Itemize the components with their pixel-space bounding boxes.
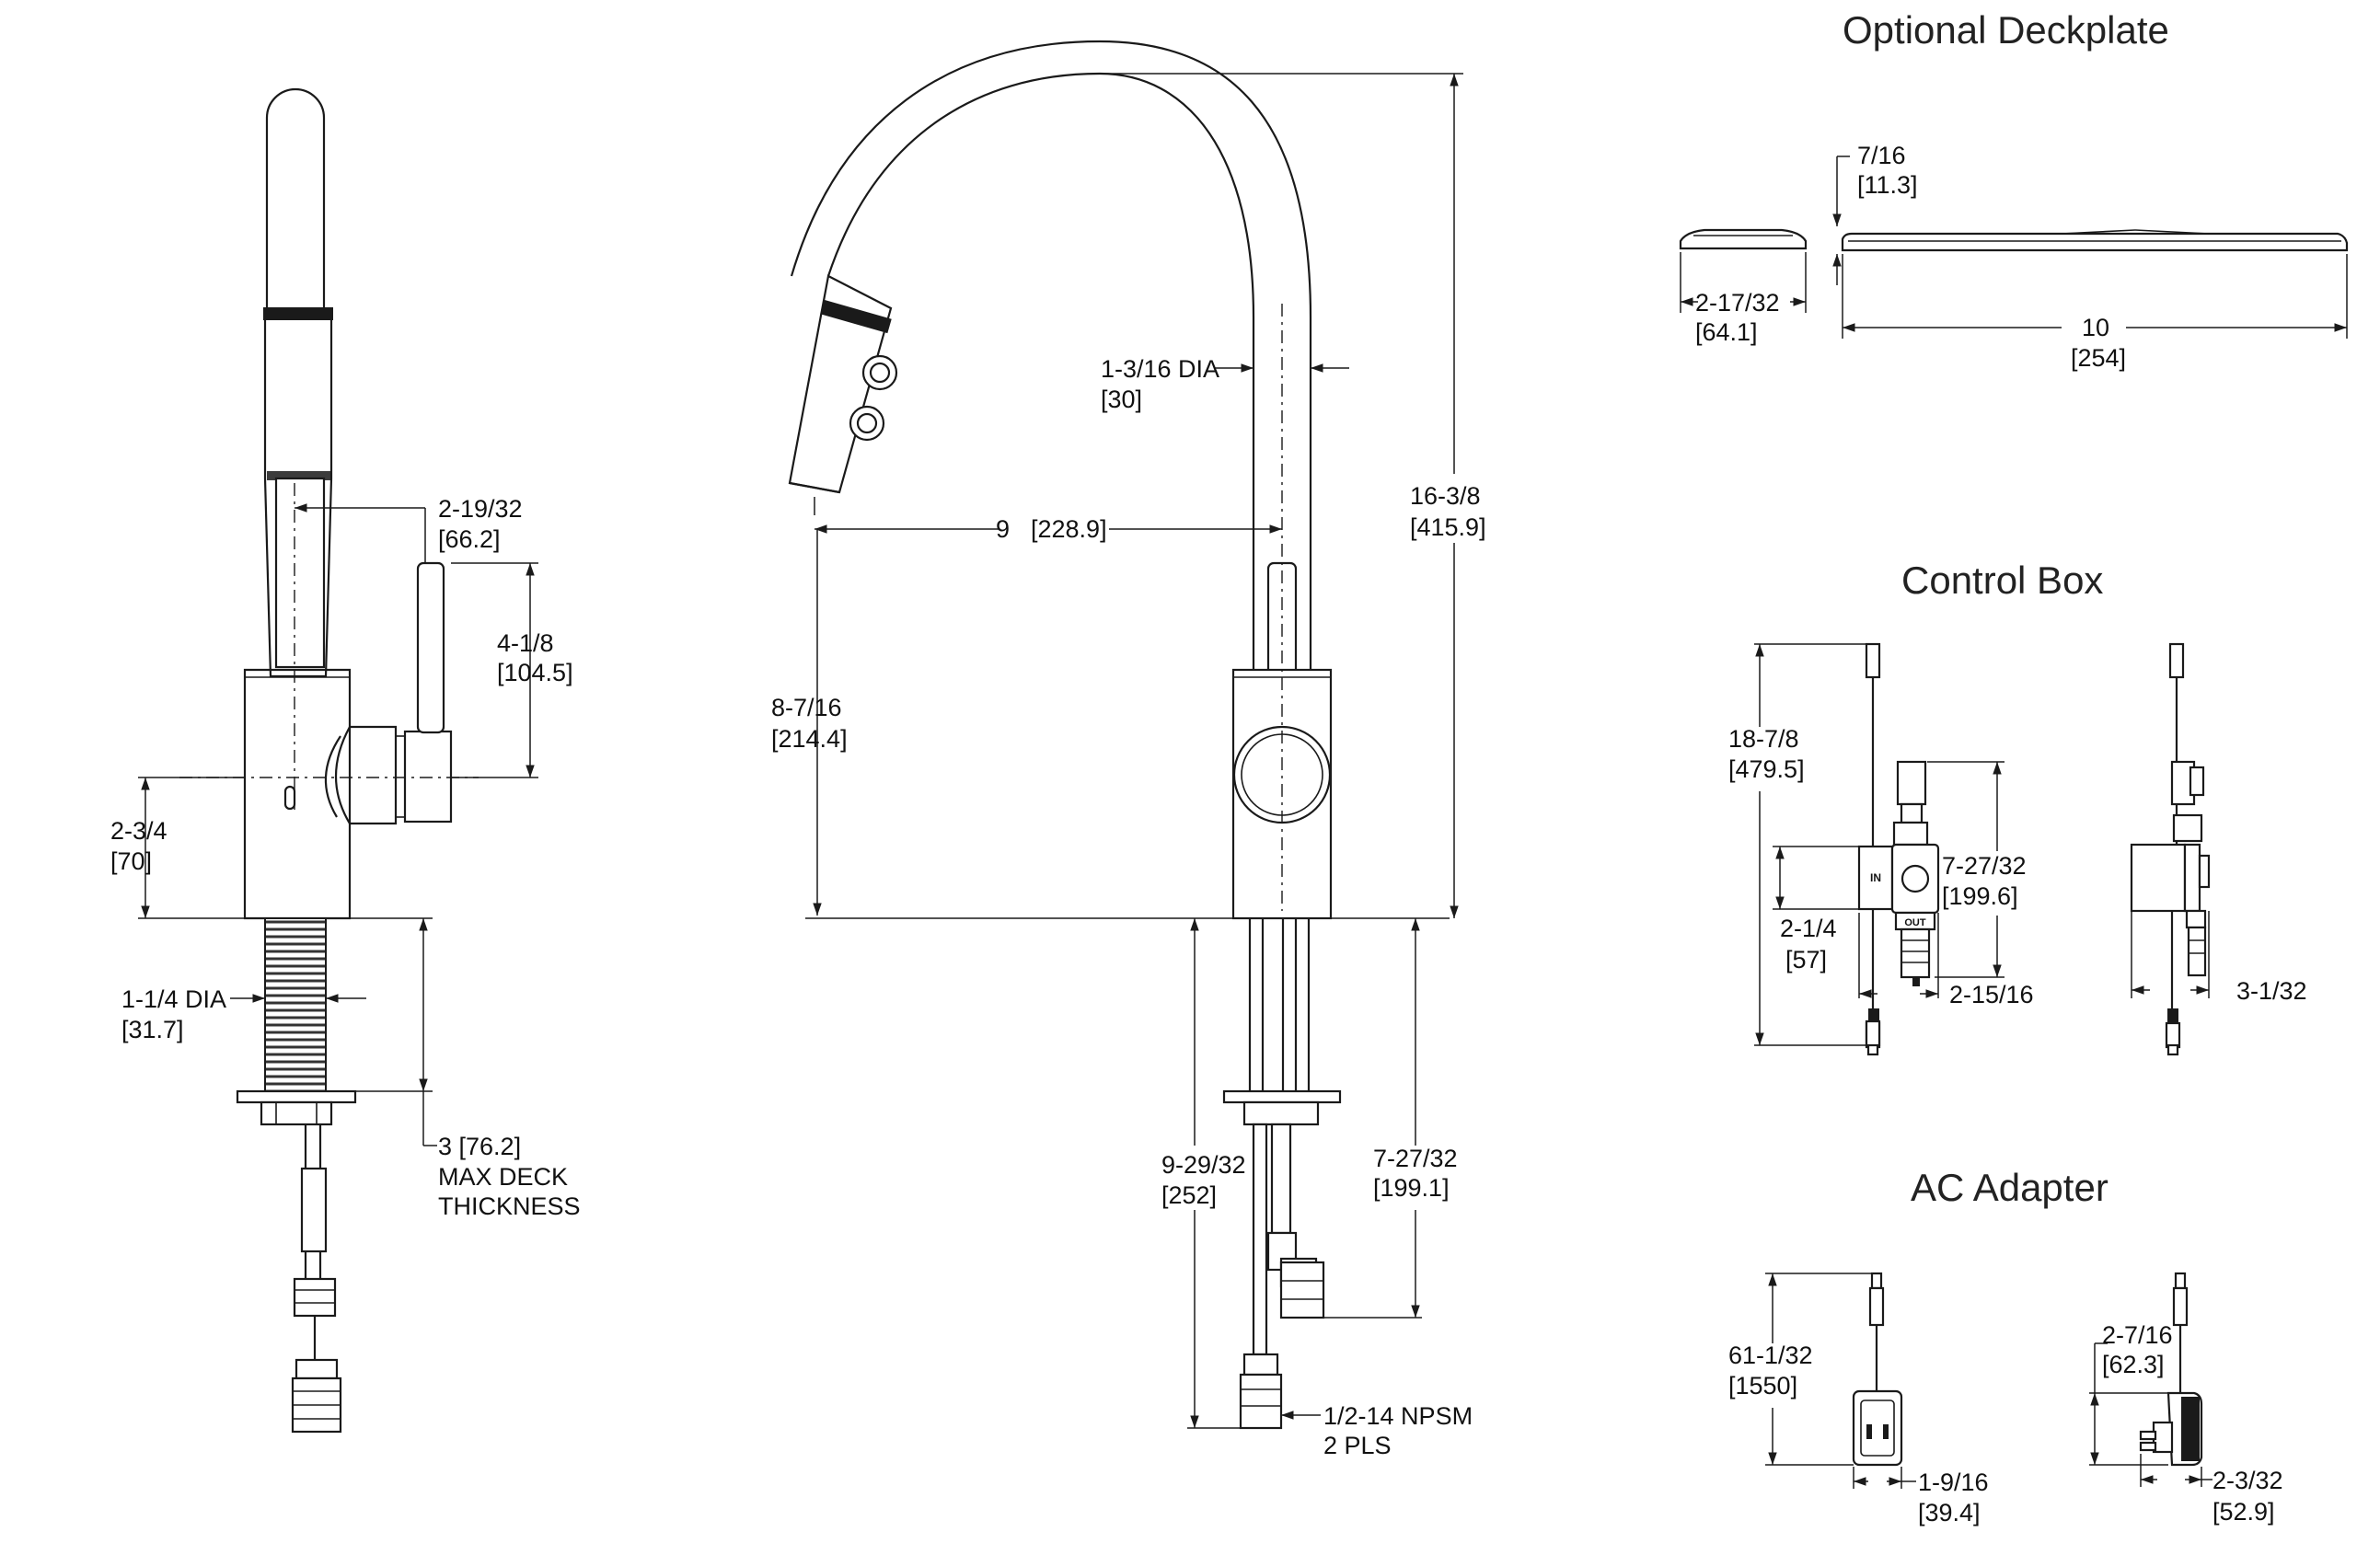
adapter-depth-dim-mm: [52.9]	[2212, 1498, 2275, 1526]
deckplate-width-dim-mm: [64.1]	[1695, 318, 1758, 346]
max-deck-label-2: THICKNESS	[438, 1192, 581, 1220]
deckplate-width-dim: 2-17/32	[1695, 289, 1780, 317]
deckplate-thickness-dim: 7/16	[1857, 142, 1906, 169]
adapter-width-dim-mm: [39.4]	[1918, 1499, 1981, 1526]
control-box-views: Control Box IN OUT	[1728, 559, 2307, 1056]
deckplate-length-dim: 10	[2082, 314, 2109, 341]
spout-clearance-dim-mm: [214.4]	[771, 725, 848, 753]
adapter-width-dim: 1-9/16	[1918, 1469, 1989, 1496]
connection-qty: 2 PLS	[1323, 1432, 1392, 1459]
handle-height-dim-mm: [104.5]	[497, 659, 573, 686]
reach-dim: 9	[996, 515, 1010, 543]
spout-clearance-dim: 8-7/16	[771, 694, 842, 721]
control-box-title: Control Box	[1901, 559, 2103, 602]
body-height-dim-mm: [70]	[110, 847, 152, 875]
control-box-depth-dim: 3-1/32	[2236, 977, 2307, 1005]
overall-height-dim: 16-3/8	[1410, 482, 1481, 510]
spout-dia-dim-mm: [30]	[1101, 386, 1142, 413]
deckplate-length-dim-mm: [254]	[2071, 344, 2126, 372]
ac-adapter-title: AC Adapter	[1911, 1166, 2108, 1209]
adapter-cord-dim-mm: [1550]	[1728, 1372, 1797, 1400]
control-box-lower-dim-mm: [57]	[1785, 946, 1827, 973]
adapter-height-dim: 2-7/16	[2102, 1321, 2173, 1349]
deckplate-thickness-dim-mm: [11.3]	[1857, 171, 1918, 199]
connection-dim: 1/2-14 NPSM	[1323, 1402, 1473, 1430]
control-box-overall-dim-mm: [479.5]	[1728, 755, 1805, 783]
below-deck-dim: 9-29/32	[1161, 1151, 1246, 1179]
control-box-overall-dim: 18-7/8	[1728, 725, 1799, 753]
spout-offset-dim: 2-19/32	[438, 495, 523, 523]
control-box-width-dim: 2-15/16	[1949, 981, 2034, 1008]
max-deck-label: MAX DECK	[438, 1163, 568, 1191]
control-box-lower-dim: 2-1/4	[1780, 915, 1837, 942]
body-height-dim: 2-3/4	[110, 817, 168, 845]
port-out-label: OUT	[1904, 917, 1926, 928]
front-view: 1-3/16 DIA [30] 9 [228.9] 16-3/8 [415.9]…	[771, 40, 1486, 1459]
spout-dia-dim: 1-3/16 DIA	[1101, 355, 1219, 383]
spout-offset-dim-mm: [66.2]	[438, 525, 501, 553]
hose-length-dim-mm: [199.1]	[1373, 1174, 1450, 1202]
deckplate-title: Optional Deckplate	[1843, 8, 2169, 52]
adapter-height-dim-mm: [62.3]	[2102, 1351, 2165, 1378]
hose-length-dim: 7-27/32	[1373, 1145, 1458, 1172]
below-deck-dim-mm: [252]	[1161, 1181, 1217, 1209]
adapter-depth-dim: 2-3/32	[2212, 1467, 2283, 1494]
control-box-body-dim-mm: [199.6]	[1942, 882, 2018, 910]
side-view: 2-19/32 [66.2] 4-1/8 [104.5] 2-3/4 [70] …	[110, 87, 581, 1434]
deckplate-views: Optional Deckplate 7/16 [11.3] 2-17/32 […	[1679, 8, 2349, 372]
reach-dim-mm: [228.9]	[1031, 515, 1107, 543]
overall-height-dim-mm: [415.9]	[1410, 513, 1486, 541]
control-box-body-dim: 7-27/32	[1942, 852, 2027, 880]
ac-adapter-views: AC Adapter 61-1/32 [1550] 1-9/16 [39.4]	[1728, 1166, 2283, 1526]
handle-height-dim: 4-1/8	[497, 629, 554, 657]
max-deck-dim: 3 [76.2]	[438, 1133, 521, 1160]
shank-dia-dim: 1-1/4 DIA	[121, 985, 226, 1013]
shank-dia-dim-mm: [31.7]	[121, 1016, 184, 1043]
port-in-label: IN	[1870, 871, 1881, 884]
adapter-cord-dim: 61-1/32	[1728, 1342, 1813, 1369]
